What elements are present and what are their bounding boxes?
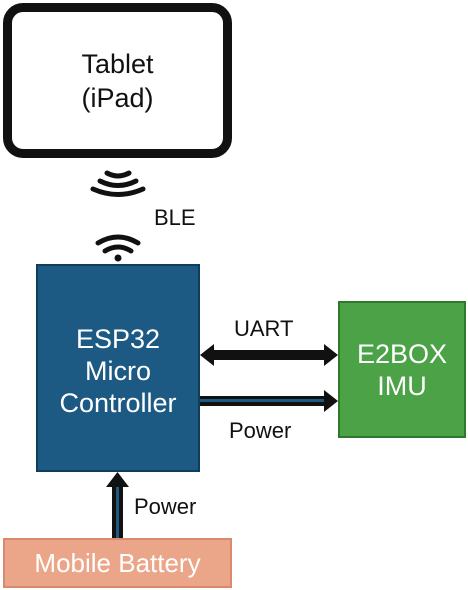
uart-arrow-head-right xyxy=(324,344,338,366)
tablet-label-line2: (iPad) xyxy=(81,82,154,113)
imu-label-line1: E2BOX xyxy=(356,338,448,369)
esp32-label-line3: Controller xyxy=(59,388,177,418)
power-battery-arrow-head xyxy=(106,472,129,487)
esp32-node: ESP32 Micro Controller xyxy=(36,264,200,472)
imu-label-line2: IMU xyxy=(377,370,427,401)
wifi-arc-large xyxy=(95,234,141,246)
wifi-arc-medium xyxy=(102,244,134,254)
tablet-label-line1: Tablet xyxy=(81,48,154,79)
power-battery-label: Power xyxy=(134,494,197,519)
wifi-arc-large xyxy=(90,186,146,197)
uart-arrow-head-left xyxy=(200,344,214,366)
power-imu-arrow xyxy=(200,390,338,412)
uart-arrow xyxy=(200,344,338,366)
power-battery-arrow xyxy=(106,472,129,538)
wifi-arc-small xyxy=(104,170,132,179)
ble-label: BLE xyxy=(154,205,196,230)
esp32-label-line2: Micro xyxy=(85,356,151,386)
wifi-icon-esp32 xyxy=(95,234,141,262)
power-imu-arrow-head xyxy=(324,390,338,412)
power-battery-shaft-highlight xyxy=(116,486,119,538)
imu-node: E2BOX IMU xyxy=(338,301,466,438)
power-imu-label: Power xyxy=(229,418,292,443)
uart-label: UART xyxy=(234,316,294,341)
esp32-label-line1: ESP32 xyxy=(75,324,161,354)
uart-arrow-shaft xyxy=(212,350,324,360)
power-imu-shaft-highlight xyxy=(200,399,324,402)
battery-node: Mobile Battery xyxy=(3,538,232,588)
wifi-icon-tablet xyxy=(90,170,146,197)
wifi-arc-medium xyxy=(97,178,139,188)
wifi-dot xyxy=(114,254,122,262)
tablet-node: Tablet (iPad) xyxy=(3,3,232,158)
battery-label: Mobile Battery xyxy=(34,547,201,578)
